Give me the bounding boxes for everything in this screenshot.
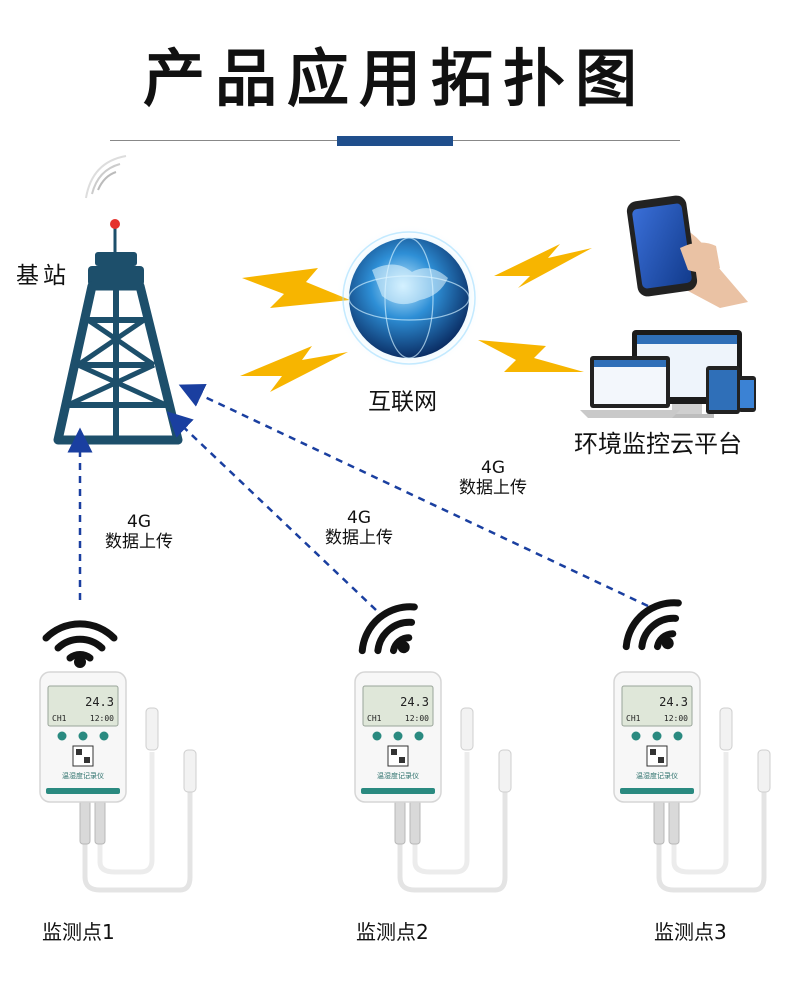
screen-channel: CH1 bbox=[52, 714, 67, 723]
base-station-label: 基站 bbox=[16, 263, 70, 289]
device-button-icon bbox=[414, 731, 424, 741]
upload-action: 数据上传 bbox=[459, 478, 527, 498]
device-button-icon bbox=[372, 731, 382, 741]
screen-value: 24.3 bbox=[400, 695, 429, 709]
device-button-icon bbox=[99, 731, 109, 741]
device-name: 温湿度记录仪 bbox=[377, 771, 419, 780]
upload-arrow-right bbox=[178, 384, 649, 608]
cloud-platform-label: 环境监控云平台 bbox=[574, 430, 742, 458]
monitor-point-label-2: 监测点2 bbox=[356, 920, 429, 944]
internet-label: 互联网 bbox=[368, 389, 437, 415]
upload-action: 数据上传 bbox=[325, 528, 393, 548]
upload-label-left: 4G 数据上传 bbox=[84, 512, 194, 552]
upload-arrows bbox=[67, 384, 649, 611]
monitor-point-label-1: 监测点1 bbox=[42, 920, 115, 944]
screen-time: 12:00 bbox=[90, 714, 114, 723]
monitor-point-label-3: 监测点3 bbox=[654, 920, 727, 944]
screen-value: 24.3 bbox=[659, 695, 688, 709]
network-type: 4G bbox=[347, 508, 371, 528]
upload-label-right: 4G 数据上传 bbox=[438, 458, 548, 498]
page-title: 产品应用拓扑图 bbox=[142, 42, 647, 115]
device-button-icon bbox=[78, 731, 88, 741]
device-button-icon bbox=[673, 731, 683, 741]
upload-label-middle: 4G 数据上传 bbox=[304, 508, 414, 548]
upload-action: 数据上传 bbox=[105, 532, 173, 552]
device-name: 温湿度记录仪 bbox=[636, 771, 678, 780]
screen-time: 12:00 bbox=[664, 714, 688, 723]
screen-channel: CH1 bbox=[367, 714, 382, 723]
upload-arrow-middle bbox=[166, 411, 377, 611]
wifi-icon bbox=[42, 599, 682, 668]
network-type: 4G bbox=[481, 458, 505, 478]
device-button-icon bbox=[57, 731, 67, 741]
title-accent-bar bbox=[337, 136, 453, 146]
screen-value: 24.3 bbox=[85, 695, 114, 709]
base-station-tower-icon bbox=[53, 155, 183, 445]
device-name: 温湿度记录仪 bbox=[62, 771, 104, 780]
screen-channel: CH1 bbox=[626, 714, 641, 723]
device-button-icon bbox=[652, 731, 662, 741]
device-button-icon bbox=[393, 731, 403, 741]
smartphone-in-hand-icon bbox=[626, 195, 748, 308]
lightning-bolt-icon bbox=[240, 244, 592, 392]
computer-devices-icon bbox=[580, 330, 756, 418]
device-button-icon bbox=[631, 731, 641, 741]
internet-globe-icon bbox=[335, 224, 483, 372]
screen-time: 12:00 bbox=[405, 714, 429, 723]
network-type: 4G bbox=[127, 512, 151, 532]
